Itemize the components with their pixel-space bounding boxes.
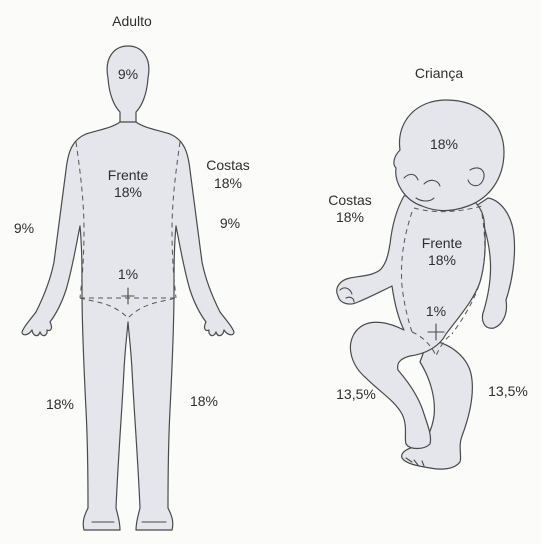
adult-right-arm-value: 9% — [212, 215, 248, 231]
adult-head — [107, 46, 149, 124]
child-head — [394, 100, 504, 211]
child-front-label: Frente — [414, 235, 470, 251]
adult-front-label: Frente — [100, 167, 156, 183]
adult-title: Adulto — [104, 13, 160, 29]
adult-head-value: 9% — [108, 66, 148, 82]
child-left-leg-value: 13,5% — [330, 386, 382, 402]
child-back-label: Costas — [322, 192, 378, 208]
adult-left-arm-value: 9% — [6, 220, 42, 236]
child-figure — [337, 100, 515, 469]
child-title: Criança — [404, 65, 474, 81]
child-front-value: 18% — [414, 252, 470, 268]
child-head-value: 18% — [424, 136, 464, 152]
child-back-value: 18% — [322, 209, 378, 225]
child-right-leg-value: 13,5% — [482, 383, 534, 399]
adult-figure — [22, 46, 234, 530]
adult-left-leg-value: 18% — [40, 396, 80, 412]
adult-right-leg-value: 18% — [184, 393, 224, 409]
adult-front-value: 18% — [100, 184, 156, 200]
adult-back-value: 18% — [198, 175, 258, 191]
adult-back-label: Costas — [198, 157, 258, 173]
child-groin-value: 1% — [418, 303, 454, 319]
adult-groin-value: 1% — [110, 266, 146, 282]
